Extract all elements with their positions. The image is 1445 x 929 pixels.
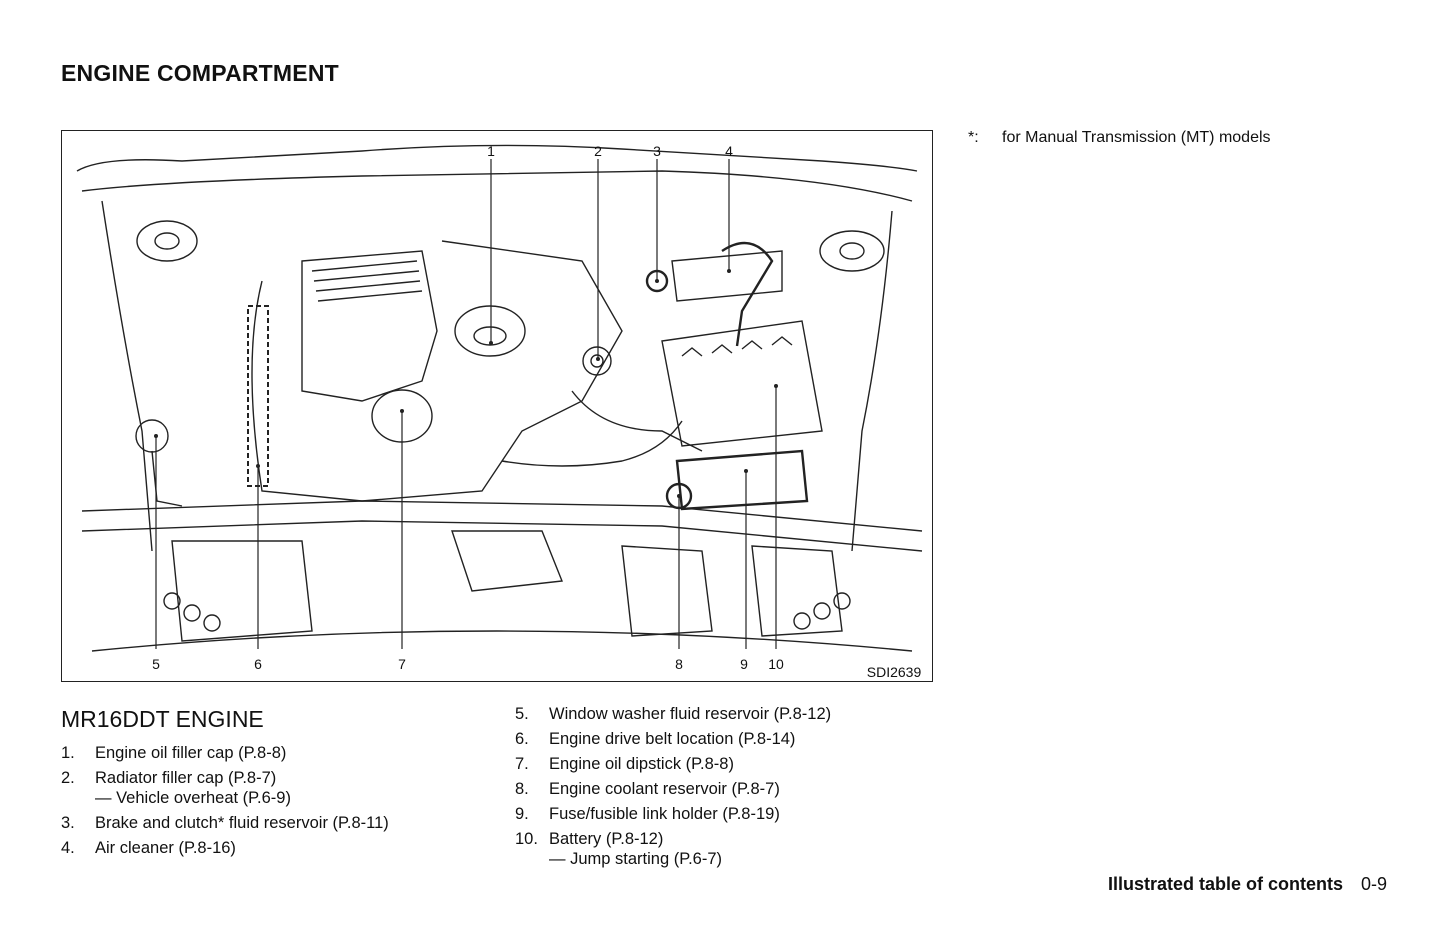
- item-text: Air cleaner (P.8-16): [95, 839, 236, 857]
- list-item: 9. Fuse/fusible link holder (P.8-19): [515, 802, 831, 827]
- component-list-right: 5. Window washer fluid reservoir (P.8-12)…: [515, 702, 831, 872]
- list-item: 7. Engine oil dipstick (P.8-8): [515, 752, 831, 777]
- footnote: *: for Manual Transmission (MT) models: [968, 129, 1271, 147]
- engine-subheading: MR16DDT ENGINE: [61, 706, 264, 732]
- item-text: Radiator filler cap (P.8-7): [95, 769, 277, 787]
- callout-5: 5: [152, 656, 160, 672]
- figure-code: SDI2639: [867, 664, 922, 680]
- callout-4: 4: [725, 143, 733, 159]
- item-text: Window washer fluid reservoir (P.8-12): [549, 705, 832, 723]
- item-text: Engine oil dipstick (P.8-8): [549, 755, 734, 773]
- list-item: 1. Engine oil filler cap (P.8-8): [61, 741, 389, 766]
- footnote-mark: *:: [968, 129, 979, 146]
- item-number: 5.: [515, 705, 529, 723]
- list-item: 10. Battery (P.8-12) — Jump starting (P.6-…: [515, 827, 831, 872]
- callout-8: 8: [675, 656, 683, 672]
- item-text: Engine oil filler cap (P.8-8): [95, 744, 287, 762]
- item-text: Battery (P.8-12): [549, 830, 664, 848]
- item-number: 2.: [61, 769, 75, 787]
- list-item: 8. Engine coolant reservoir (P.8-7): [515, 777, 831, 802]
- item-number: 9.: [515, 805, 529, 823]
- callout-6: 6: [254, 656, 262, 672]
- item-number: 7.: [515, 755, 529, 773]
- item-number: 3.: [61, 814, 75, 832]
- list-item: 3. Brake and clutch* fluid reservoir (P.8…: [61, 811, 389, 836]
- callout-3: 3: [653, 143, 661, 159]
- callout-9: 9: [740, 656, 748, 672]
- engine-compartment-illustration: 1 2 3 4 5 6 7 8 9 10 SDI2639: [61, 130, 933, 682]
- page-number: 0-9: [1360, 874, 1387, 894]
- callout-2: 2: [594, 143, 602, 159]
- item-number: 6.: [515, 730, 529, 748]
- item-number: 10.: [515, 830, 538, 848]
- item-text: Engine coolant reservoir (P.8-7): [549, 780, 780, 798]
- item-text: Engine drive belt location (P.8-14): [549, 730, 796, 748]
- item-text: Fuse/fusible link holder (P.8-19): [549, 805, 780, 823]
- component-list-left: 1. Engine oil filler cap (P.8-8) 2. Radiat…: [61, 741, 389, 861]
- page-title: ENGINE COMPARTMENT: [61, 60, 339, 86]
- callout-10: 10: [768, 656, 784, 672]
- footnote-text: for Manual Transmission (MT) models: [1002, 129, 1271, 146]
- item-number: 8.: [515, 780, 529, 798]
- callout-1: 1: [487, 143, 495, 159]
- item-subtext: — Vehicle overheat (P.6-9): [95, 789, 291, 807]
- list-item: 5. Window washer fluid reservoir (P.8-12): [515, 702, 831, 727]
- item-number: 4.: [61, 839, 75, 857]
- footer-section: Illustrated table of contents: [1107, 874, 1343, 894]
- engine-line-drawing: 1 2 3 4 5 6 7 8 9 10 SDI2639: [76, 143, 923, 680]
- item-text: Brake and clutch* fluid reservoir (P.8-1…: [95, 814, 389, 832]
- list-item: 6. Engine drive belt location (P.8-14): [515, 727, 831, 752]
- page-footer: Illustrated table of contents 0-9: [1108, 874, 1387, 895]
- callout-7: 7: [398, 656, 406, 672]
- list-item: 4. Air cleaner (P.8-16): [61, 836, 389, 861]
- list-item: 2. Radiator filler cap (P.8-7) — Vehicle o…: [61, 766, 389, 811]
- item-number: 1.: [61, 744, 75, 762]
- item-subtext: — Jump starting (P.6-7): [549, 850, 723, 868]
